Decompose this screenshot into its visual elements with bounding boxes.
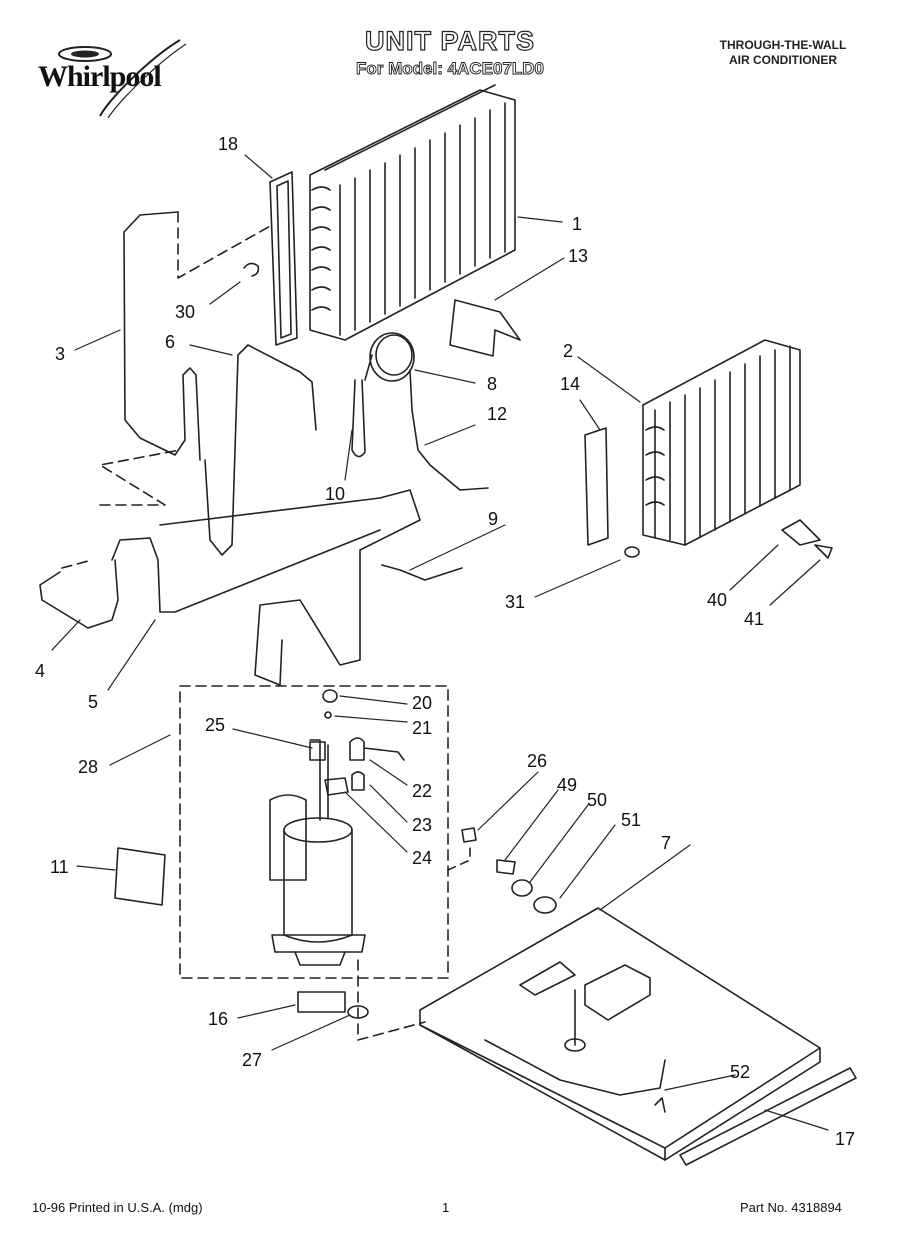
callout-17: 17 (835, 1129, 855, 1149)
callout-20: 20 (412, 693, 432, 713)
callout-51: 51 (621, 810, 641, 830)
callout-14: 14 (560, 374, 580, 394)
page-title: UNIT PARTS (364, 25, 535, 56)
clip-30 (243, 262, 260, 277)
callout-6: 6 (165, 332, 175, 352)
drier (351, 379, 366, 458)
callout-2: 2 (563, 341, 573, 361)
product-type-line2: AIR CONDITIONER (729, 53, 837, 67)
panel-14 (584, 427, 609, 546)
callout-25: 25 (205, 715, 225, 735)
gasket-strip (269, 171, 298, 346)
callout-52: 52 (730, 1062, 750, 1082)
tube-4 (39, 559, 119, 629)
part-number: Part No. 4318894 (740, 1200, 842, 1215)
callout-7: 7 (661, 833, 671, 853)
callout-27: 27 (242, 1050, 262, 1070)
product-type-line1: THROUGH-THE-WALL (719, 38, 847, 52)
compressor (269, 739, 366, 966)
callout-1: 1 (572, 214, 582, 234)
tube-12 (411, 409, 489, 491)
pad-16 (297, 991, 346, 1013)
plug-31 (624, 546, 640, 558)
callout-23: 23 (412, 815, 432, 835)
nut-26 (461, 827, 477, 843)
evaporator-coil (642, 339, 801, 546)
callout-31: 31 (505, 592, 525, 612)
print-info: 10-96 Printed in U.S.A. (mdg) (32, 1200, 203, 1215)
model-subtitle: For Model: 4ACE07LD0 (356, 59, 545, 79)
callout-13: 13 (568, 246, 588, 266)
screw-49 (496, 859, 516, 875)
base-pan (419, 907, 821, 1161)
callout-49: 49 (557, 775, 577, 795)
callout-8: 8 (487, 374, 497, 394)
capillary-coil (364, 332, 415, 411)
mount-50 (511, 879, 533, 897)
tube-5 (111, 529, 381, 613)
callout-21: 21 (412, 718, 432, 738)
callout-50: 50 (587, 790, 607, 810)
logo-swoosh-icon (58, 39, 187, 119)
condenser-coil (309, 84, 516, 341)
page-number: 1 (442, 1200, 450, 1215)
callout-3: 3 (55, 344, 65, 364)
tube-6 (204, 344, 317, 556)
seal-strip-17 (679, 1067, 857, 1166)
callout-10: 10 (325, 484, 345, 504)
bracket-40 (781, 519, 821, 546)
washer-51 (533, 896, 557, 914)
bracket-41 (814, 544, 833, 559)
callout-16: 16 (208, 1009, 228, 1029)
whirlpool-logo: Whirlpool (30, 38, 205, 119)
tube-9 (159, 489, 421, 686)
callout-9: 9 (488, 509, 498, 529)
pad-13 (449, 299, 521, 357)
callout-24: 24 (412, 848, 432, 868)
callout-30: 30 (175, 302, 195, 322)
callout-4: 4 (35, 661, 45, 681)
compressor-group-box (179, 685, 449, 979)
callout-22: 22 (412, 781, 432, 801)
callout-5: 5 (88, 692, 98, 712)
callout-11: 11 (50, 857, 69, 877)
callout-40: 40 (707, 590, 727, 610)
brand-name: Whirlpool (38, 60, 162, 93)
callout-26: 26 (527, 751, 547, 771)
callout-28: 28 (78, 757, 98, 777)
callout-41: 41 (744, 609, 764, 629)
product-type: THROUGH-THE-WALL AIR CONDITIONER (688, 38, 878, 68)
tube-3 (123, 211, 201, 461)
callout-12: 12 (487, 404, 507, 424)
pad-11 (114, 847, 166, 906)
callout-18: 18 (218, 134, 238, 154)
clip-52 (654, 1097, 666, 1113)
